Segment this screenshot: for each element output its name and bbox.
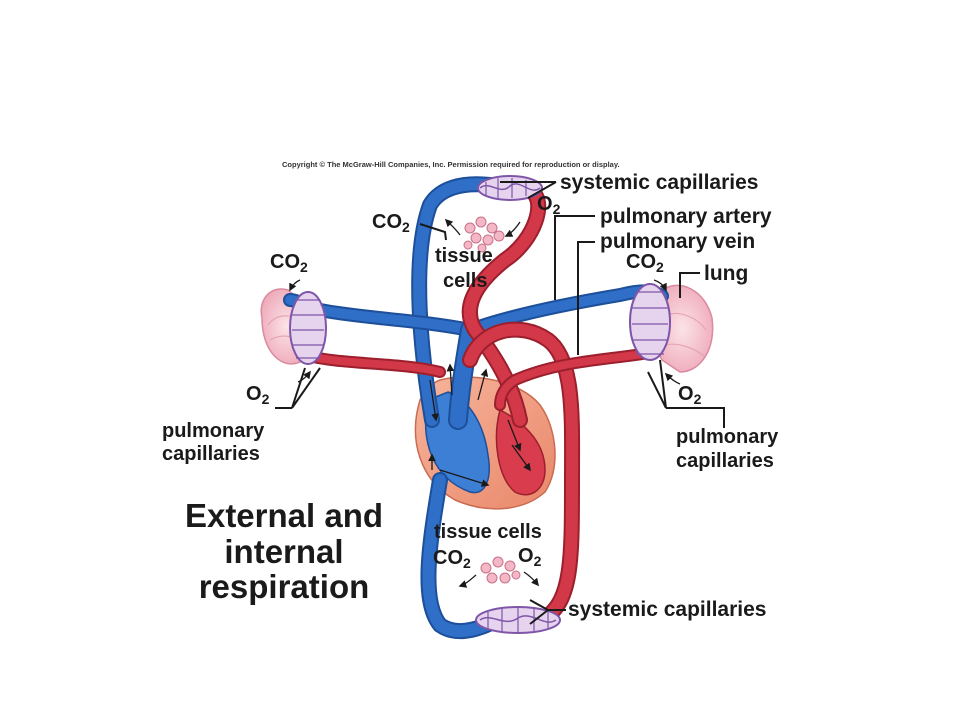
gas-o2-top: O2: [537, 193, 561, 217]
gas-arrows: [289, 218, 681, 588]
label-pulmonary-artery: pulmonary artery: [600, 205, 772, 228]
gas-o2-left-lung: O2: [246, 383, 270, 407]
gas-co2-left-lung: CO2: [270, 251, 308, 275]
label-pulmonary-capillaries-right-1: pulmonary: [676, 426, 779, 448]
gas-co2-top: CO2: [372, 211, 410, 235]
label-systemic-capillaries-top: systemic capillaries: [560, 171, 758, 194]
oxygenated-vessels: [299, 182, 661, 626]
gas-co2-bottom: CO2: [433, 547, 471, 571]
title-line-1: External and: [185, 497, 383, 534]
title-line-2: internal: [224, 533, 343, 570]
copyright-text: Copyright © The McGraw-Hill Companies, I…: [282, 160, 620, 169]
label-pulmonary-capillaries-left-1: pulmonary: [162, 420, 265, 442]
systemic-capillary-bed-bottom: [475, 606, 561, 634]
pulmonary-capillary-bed-left: [289, 291, 327, 365]
pulmonary-capillary-bed-right: [629, 283, 671, 361]
gas-o2-bottom: O2: [518, 545, 542, 569]
leader-lines: [275, 181, 725, 625]
title-line-3: respiration: [199, 568, 370, 605]
label-pulmonary-capillaries-left-2: capillaries: [162, 443, 260, 465]
gas-co2-right-lung: CO2: [626, 251, 664, 275]
label-tissue-cells-top-2: cells: [443, 270, 487, 292]
label-systemic-capillaries-bottom: systemic capillaries: [568, 598, 766, 621]
flow-arrows: [428, 363, 531, 487]
gas-o2-right-lung: O2: [678, 383, 702, 407]
label-pulmonary-capillaries-right-2: capillaries: [676, 450, 774, 472]
label-lung: lung: [704, 262, 748, 285]
label-tissue-cells-top-1: tissue: [435, 245, 493, 267]
tissue-cells-cluster-top: [463, 216, 505, 253]
tissue-cells-cluster-bottom: [480, 556, 521, 584]
label-pulmonary-vein: pulmonary vein: [600, 230, 755, 253]
label-tissue-cells-bottom: tissue cells: [434, 521, 542, 543]
